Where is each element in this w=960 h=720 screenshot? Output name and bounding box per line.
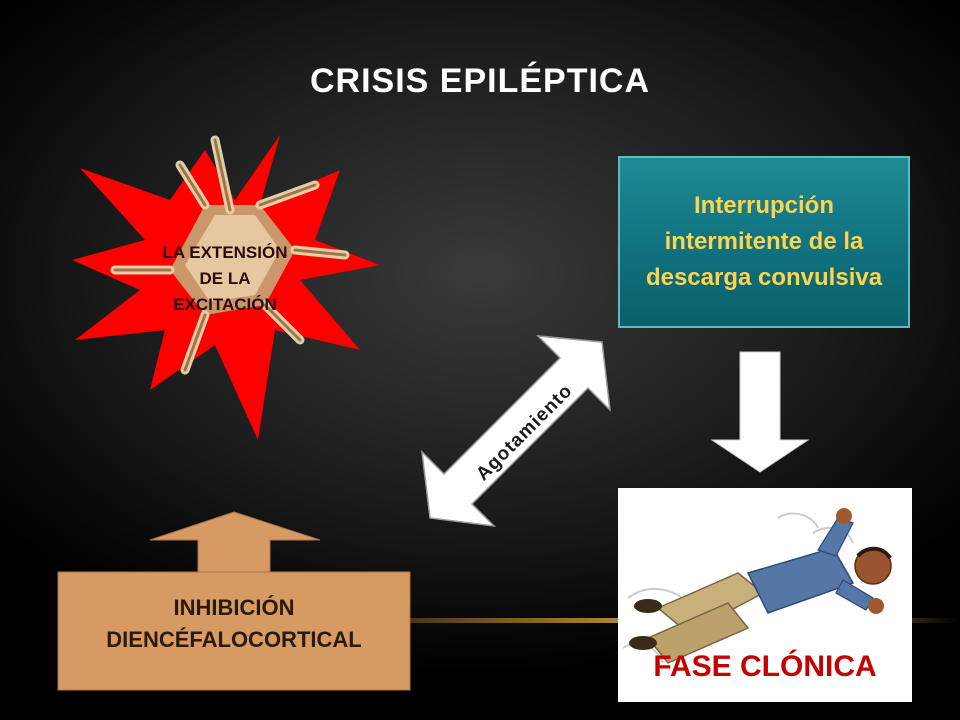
neuron-icon — [110, 135, 350, 375]
convulsing-person-illustration — [622, 508, 892, 664]
page-title: CRISIS EPILÉPTICA — [309, 62, 651, 100]
inhibition-label: INHIBICIÓN DIENCÉFALOCORTICAL — [106, 595, 362, 652]
clonic-phase-label: FASE CLÓNICA — [653, 650, 877, 683]
double-arrow — [420, 335, 611, 528]
inhibition-box — [57, 571, 411, 691]
up-arrow — [149, 511, 321, 573]
excitation-label: LA EXTENSIÓN DE LA EXCITACIÓN — [162, 243, 288, 314]
interruption-box: Interrupción intermitente de la descarga… — [618, 156, 910, 328]
down-arrow — [710, 351, 810, 473]
interruption-label: Interrupción intermitente de la descarga… — [645, 192, 883, 291]
clonic-phase-panel: FASE CLÓNICA — [618, 488, 912, 702]
